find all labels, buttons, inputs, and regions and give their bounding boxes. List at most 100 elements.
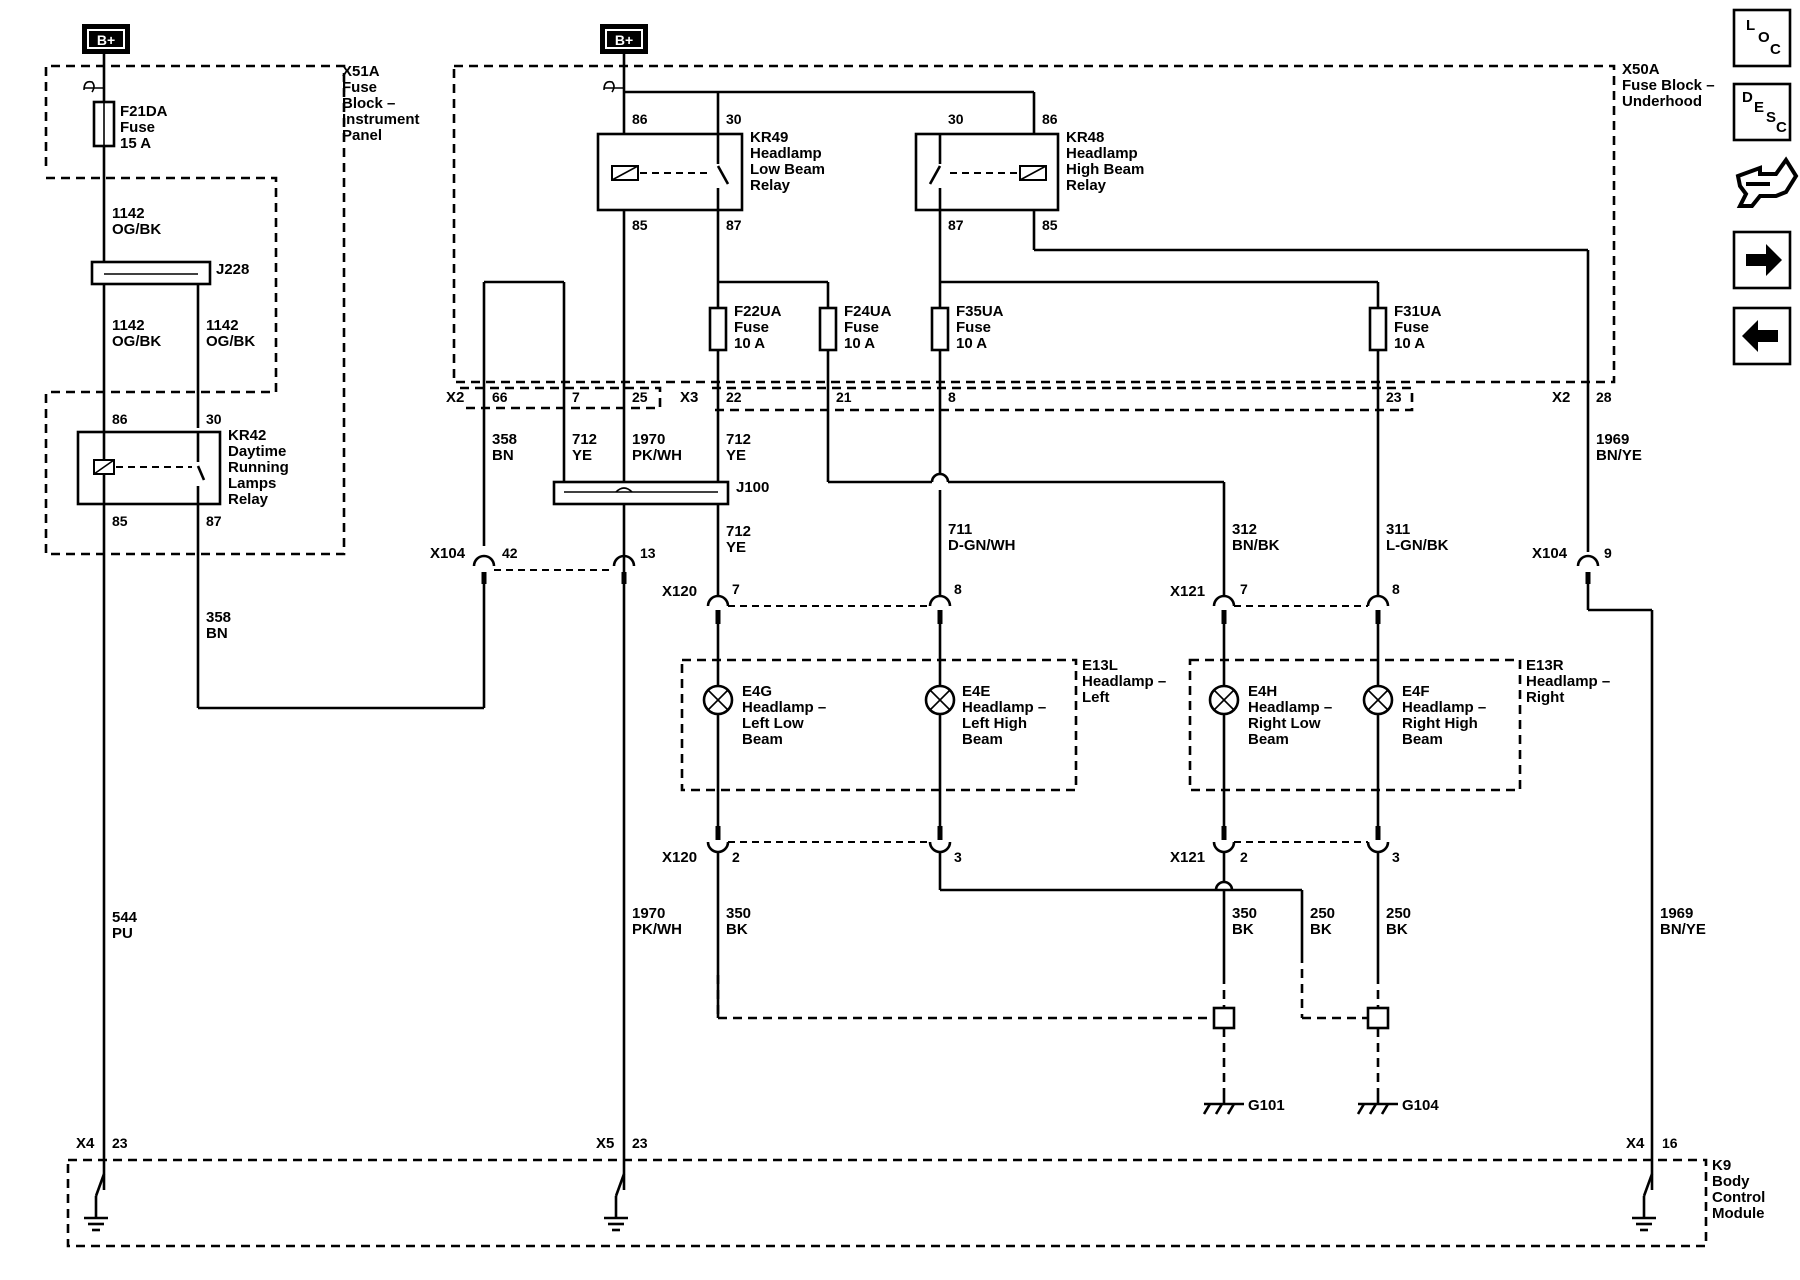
connector-label: X2 (1552, 389, 1570, 406)
x121-connector (1212, 594, 1390, 624)
relay-pin-label: 86 (1042, 111, 1058, 127)
splice-block (1212, 1006, 1236, 1030)
e13r-headlamp-right-boundary (1188, 658, 1522, 792)
pin-label: 8 (954, 581, 962, 597)
pin-label: 9 (1604, 545, 1612, 561)
x51a-fuse-block-boundary (44, 64, 346, 556)
wire-label: 1969 BN/YE (1660, 905, 1706, 938)
pin-label: 66 (492, 389, 508, 405)
wire-label: 250 BK (1386, 905, 1415, 938)
pin-label: 42 (502, 545, 518, 561)
pin-label: 22 (726, 389, 742, 405)
k9-bcm-boundary (66, 1158, 1708, 1248)
location-view-button[interactable]: L O C (1732, 8, 1792, 68)
connector-label: X4 (76, 1135, 95, 1152)
relay-pin-label: 85 (1042, 217, 1058, 233)
kr49-relay-label: KR49 Headlamp Low Beam Relay (750, 129, 829, 194)
x50a-label: X50A Fuse Block – Underhood (1622, 61, 1719, 110)
x120-connector (706, 594, 952, 624)
ground-icon (84, 1208, 108, 1232)
wire-label: 712 YE (572, 431, 601, 464)
relay-pin-label: 87 (948, 217, 964, 233)
pin-label: 21 (836, 389, 852, 405)
wire-label: 350 BK (726, 905, 755, 938)
desc-letter: S (1766, 109, 1776, 126)
pin-label: 7 (732, 581, 740, 597)
ground-icon (604, 1208, 628, 1232)
pin-label: 23 (1386, 389, 1402, 405)
f24ua-fuse-label: F24UA Fuse 10 A (844, 303, 895, 352)
kr42-relay (76, 430, 222, 506)
e4g-label: E4G Headlamp – Left Low Beam (742, 683, 830, 748)
wire-label: 544 PU (112, 909, 141, 942)
relay-pin-label: 86 (112, 411, 128, 427)
battery-positive-source: B+ (82, 24, 130, 54)
pin-label: 2 (1240, 849, 1248, 865)
pin-label: 23 (632, 1135, 648, 1151)
relay-pin-label: 87 (726, 217, 742, 233)
f31ua-fuse-label: F31UA Fuse 10 A (1394, 303, 1445, 352)
wire-label: 311 L-GN/BK (1386, 521, 1449, 554)
j100-splice (552, 480, 730, 506)
ground-label: G101 (1248, 1097, 1285, 1114)
relay-pin-label: 30 (726, 111, 742, 127)
description-view-button[interactable]: D E S C (1732, 82, 1792, 142)
pin-label: 8 (948, 389, 956, 405)
pin-label: 16 (1662, 1135, 1678, 1151)
wire-label: 1970 PK/WH (632, 431, 682, 464)
wire-label: 712 YE (726, 523, 755, 556)
connector-label: X121 (1170, 849, 1205, 866)
ground-wires (716, 852, 1380, 1090)
loc-letter: L (1746, 17, 1755, 34)
f35ua-fuse-label: F35UA Fuse 10 A (956, 303, 1007, 352)
pin-label: 8 (1392, 581, 1400, 597)
relay-pin-label: 30 (206, 411, 222, 427)
connector-label: X2 (446, 389, 464, 406)
desc-letter: C (1776, 119, 1787, 136)
f35ua-fuse (930, 306, 950, 352)
pin-label: 25 (632, 389, 648, 405)
wire-label: 712 YE (726, 431, 755, 464)
bcm-input-switch (94, 1173, 1654, 1208)
lamp-icon (924, 684, 956, 716)
lamp-icon (702, 684, 734, 716)
connector-label: X4 (1626, 1135, 1645, 1152)
underhood-wires (484, 54, 1654, 1190)
loc-letter: C (1770, 41, 1781, 58)
pin-label: 2 (732, 849, 740, 865)
wire-label: 350 BK (1232, 905, 1261, 938)
wire-label: 1142 OG/BK (112, 205, 161, 238)
pin-label: 7 (572, 389, 580, 405)
wire-label: 358 BN (206, 609, 235, 642)
splice-block (1366, 1006, 1390, 1030)
next-arrow-button[interactable] (1732, 230, 1792, 290)
e4h-label: E4H Headlamp – Right Low Beam (1248, 683, 1336, 748)
wire-label: 312 BN/BK (1232, 521, 1280, 554)
wire-label: 1142 OG/BK (112, 317, 161, 350)
relay-pin-label: 85 (112, 513, 128, 529)
pin-label: 3 (954, 849, 962, 865)
wire-label: 711 D-GN/WH (948, 521, 1016, 554)
ground-label: G104 (1402, 1097, 1439, 1114)
previous-arrow-button[interactable] (1732, 306, 1792, 366)
svg-text:B+: B+ (615, 32, 633, 48)
pin-label: 3 (1392, 849, 1400, 865)
repair-procedure-icon[interactable] (1735, 156, 1799, 208)
loc-letter: O (1758, 29, 1770, 46)
connector-label: X120 (662, 583, 697, 600)
e13r-label: E13R Headlamp – Right (1526, 657, 1614, 706)
connector-label: X104 (1532, 545, 1568, 562)
f22ua-fuse-label: F22UA Fuse 10 A (734, 303, 785, 352)
x120-connector (706, 826, 952, 854)
e4e-label: E4E Headlamp – Left High Beam (962, 683, 1050, 748)
wire-label: 358 BN (492, 431, 521, 464)
kr42-relay-label: KR42 Daytime Running Lamps Relay (228, 427, 293, 508)
connector-label: X104 (430, 545, 466, 562)
kr49-relay (596, 132, 744, 212)
wire-label: 1142 OG/BK (206, 317, 255, 350)
e13l-headlamp-left-boundary (680, 658, 1078, 792)
relay-pin-label: 87 (206, 513, 222, 529)
x104-connector (472, 554, 636, 584)
relay-pin-label: 86 (632, 111, 648, 127)
wire-label: 250 BK (1310, 905, 1339, 938)
